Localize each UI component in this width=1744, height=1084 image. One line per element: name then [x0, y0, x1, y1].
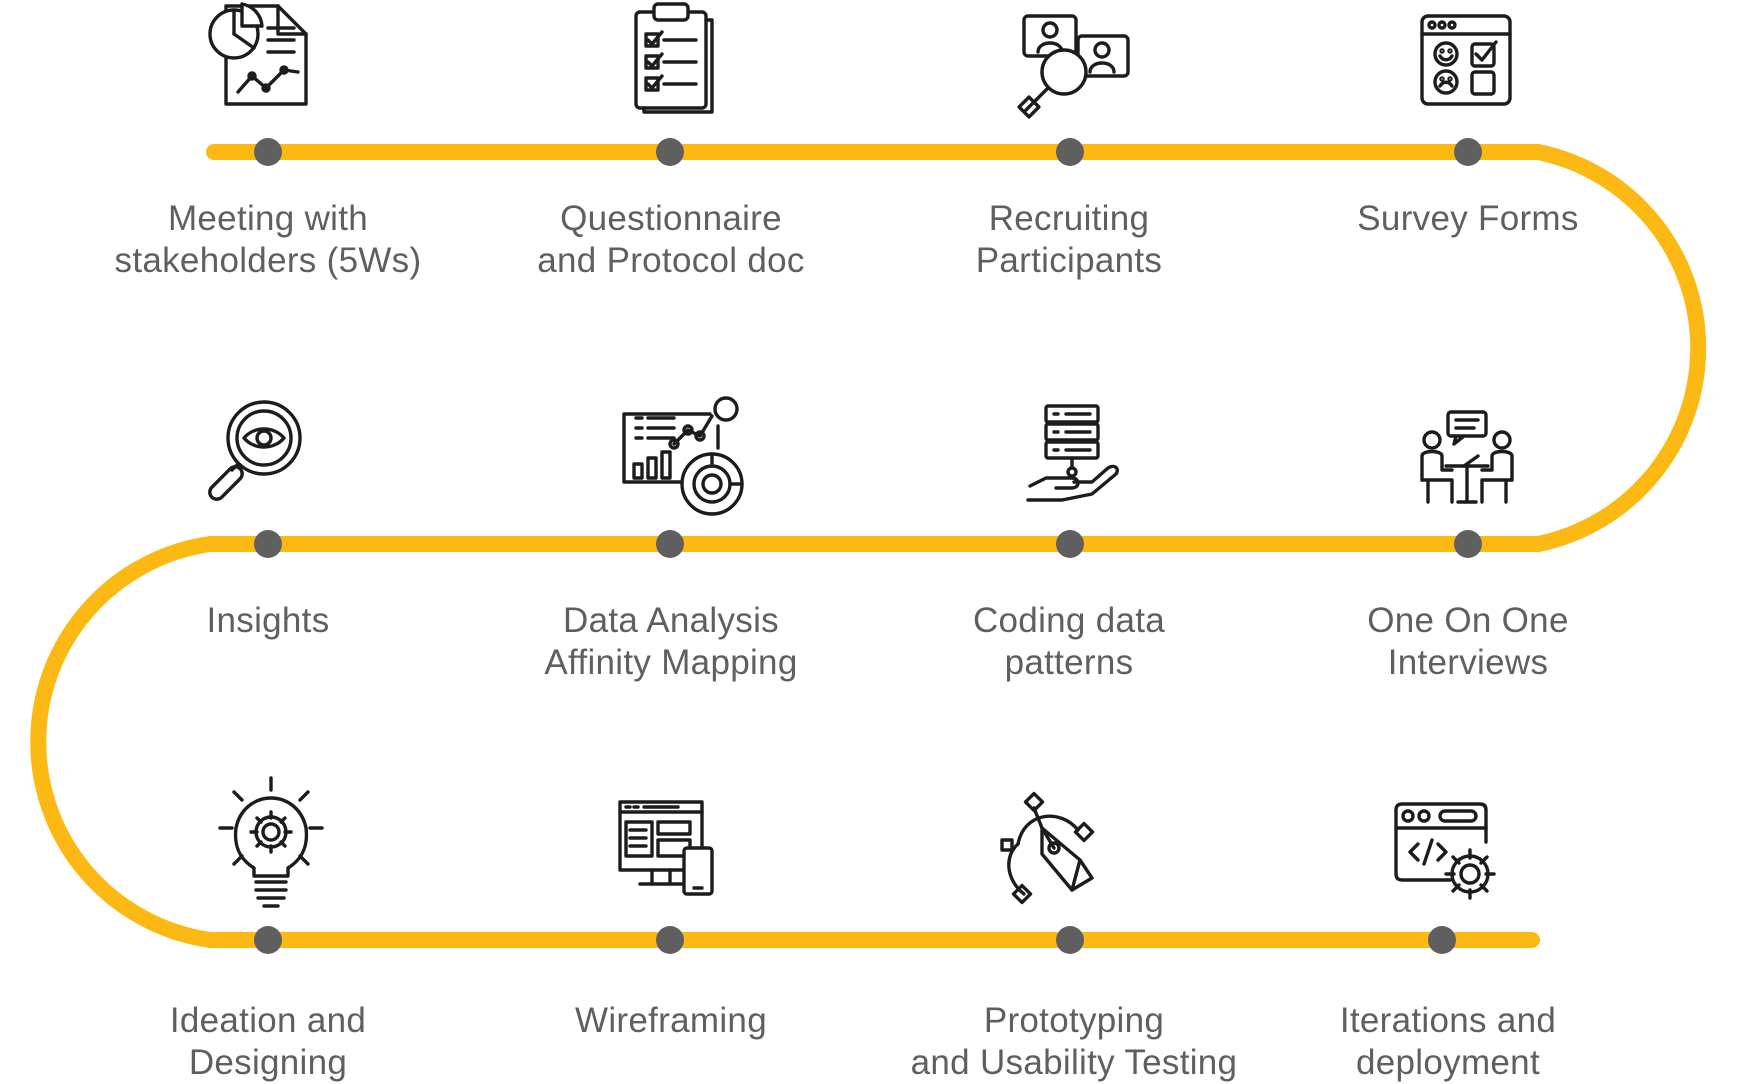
- step-dot-1: [254, 138, 282, 166]
- recruit-search-icon: [1017, 12, 1132, 119]
- step-label-wireframing: Wireframing: [575, 1001, 767, 1040]
- report-chart-icon: [206, 0, 312, 108]
- idea-bulb-gear-icon: [218, 776, 324, 910]
- step-dot-10: [656, 926, 684, 954]
- survey-form-icon: [1420, 14, 1512, 106]
- step-label-survey-forms: Survey Forms: [1357, 199, 1579, 238]
- code-gear-icon: [1394, 802, 1498, 902]
- database-hand-icon: [1026, 404, 1122, 506]
- step-dot-3: [1056, 138, 1084, 166]
- wireframe-devices-icon: [618, 796, 726, 898]
- step-dot-8: [254, 530, 282, 558]
- step-dot-12: [1428, 926, 1456, 954]
- step-dot-2: [656, 138, 684, 166]
- step-label-insights: Insights: [206, 601, 330, 640]
- clipboard-checklist-icon: [630, 0, 716, 114]
- step-dot-7: [656, 530, 684, 558]
- step-dot-6: [1056, 530, 1084, 558]
- pen-tool-icon: [998, 791, 1108, 905]
- step-dot-4: [1454, 138, 1482, 166]
- step-dot-9: [254, 926, 282, 954]
- insight-magnifier-icon: [206, 398, 314, 502]
- interview-icon: [1418, 410, 1516, 506]
- step-dot-11: [1056, 926, 1084, 954]
- roadmap-track-line: [30, 144, 1707, 948]
- data-analysis-icon: [622, 396, 744, 518]
- step-dot-5: [1454, 530, 1482, 558]
